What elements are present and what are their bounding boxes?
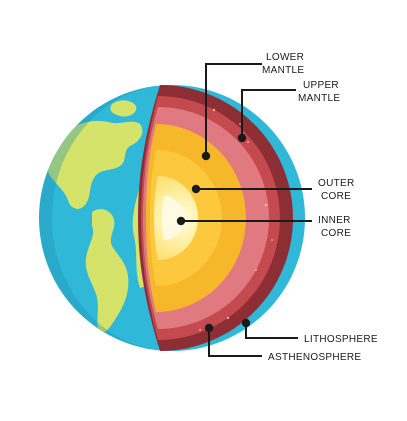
upper-mantle-leader bbox=[241, 89, 296, 138]
outer-core-dot bbox=[191, 184, 201, 194]
inner-core-label-line2: CORE bbox=[321, 228, 351, 239]
upper-mantle-label-line2: MANTLE bbox=[298, 93, 340, 104]
earth-cross-section bbox=[138, 85, 293, 351]
upper-mantle-dot bbox=[237, 133, 247, 143]
leader-lines bbox=[176, 63, 312, 357]
outer-core-label-line2: CORE bbox=[321, 191, 351, 202]
north-america-landmass bbox=[47, 120, 143, 209]
lithosphere-label: LITHOSPHERE bbox=[304, 334, 378, 345]
lower-mantle-dot bbox=[201, 151, 211, 161]
outer-core-label-line1: OUTER bbox=[318, 178, 355, 189]
inner-core-dot bbox=[176, 216, 186, 226]
lithosphere-leader bbox=[245, 323, 298, 339]
lower-mantle-label-line2: MANTLE bbox=[262, 65, 304, 76]
mantle-texture bbox=[199, 108, 273, 331]
asthenosphere-leader bbox=[208, 328, 262, 357]
lithosphere-dot bbox=[241, 318, 251, 328]
greenland-landmass bbox=[110, 100, 137, 117]
upper-mantle-label-line1: UPPER bbox=[303, 80, 339, 91]
inner-core-layer bbox=[162, 196, 184, 240]
inner-core-label-line1: INNER bbox=[318, 215, 351, 226]
lower-mantle-label-line1: LOWER bbox=[266, 52, 304, 63]
south-america-landmass bbox=[85, 209, 129, 334]
asthenosphere-label: ASTHENOSPHERE bbox=[268, 352, 361, 363]
asthenosphere-dot bbox=[204, 323, 214, 333]
lower-mantle-leader bbox=[205, 63, 262, 156]
layer-labels: LOWER MANTLE UPPER MANTLE OUTER CORE INN… bbox=[262, 52, 378, 363]
